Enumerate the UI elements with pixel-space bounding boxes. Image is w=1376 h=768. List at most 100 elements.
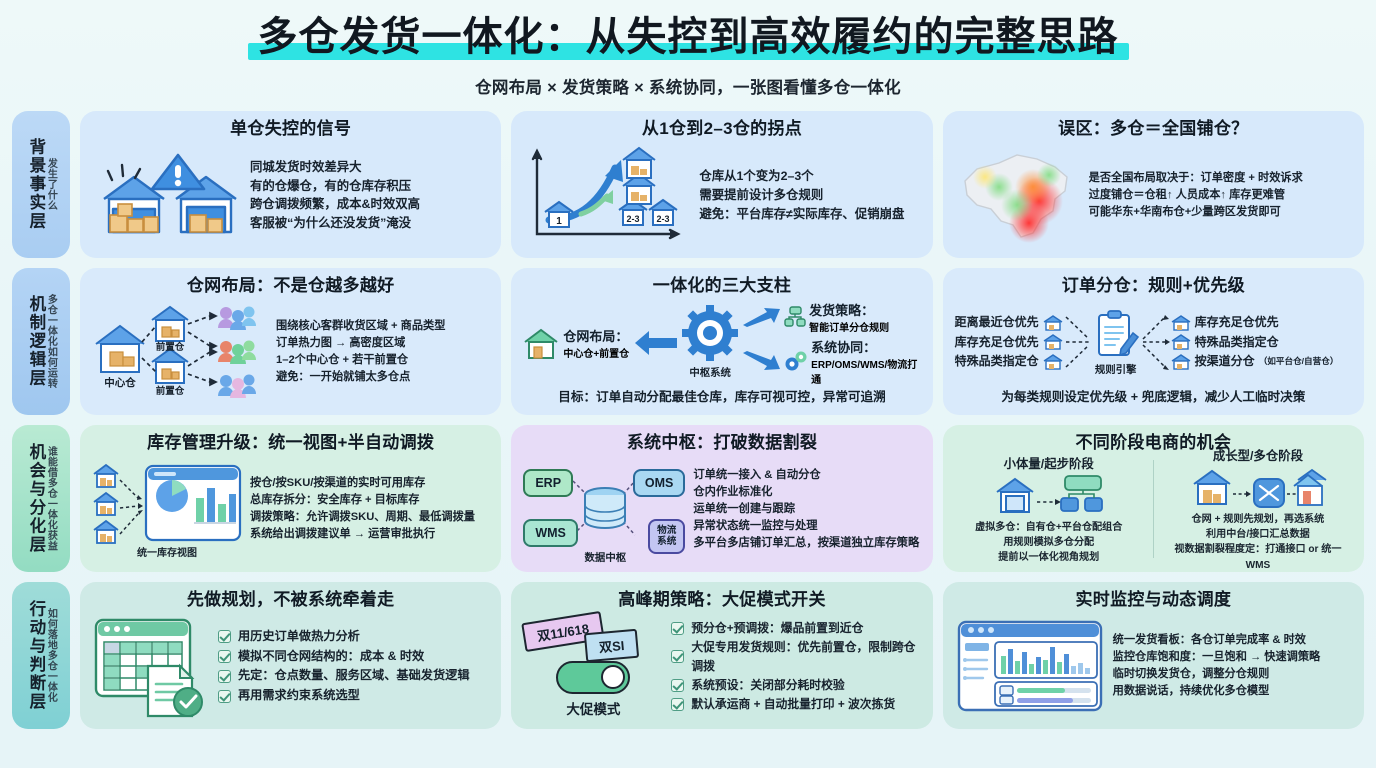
line: 是否全国布局取决于：订单密度 + 时效诉求	[1088, 171, 1303, 184]
card-title: 单仓失控的信号	[230, 119, 352, 139]
card-warehouse-network-layout[interactable]: 仓网布局：不是仓越多越好	[80, 268, 502, 416]
line: 异常状态统一监控与处理	[693, 519, 818, 532]
card-order-allocation-rules[interactable]: 订单分仓：规则+优先级 距离最近仓优先 库存充足仓优先	[942, 268, 1364, 416]
warehouse-icon	[1043, 315, 1063, 331]
row-label-mechanism-logic: 多仓一体化如何运转 机制逻辑层	[12, 268, 70, 416]
check-label: 先定：仓点数量、服务区域、基础发货逻辑	[238, 668, 470, 683]
card-title: 误区：多仓＝全国铺仓？	[1058, 119, 1249, 139]
list-item[interactable]: 先定：仓点数量、服务区域、基础发货逻辑	[218, 666, 470, 686]
card-stage-opportunities[interactable]: 不同阶段电商的机会 小体量/起步阶段	[942, 425, 1364, 573]
node-logistics[interactable]: 物流 系统	[648, 519, 686, 554]
row-mechanism-logic: 多仓一体化如何运转 机制逻辑层 仓网布局：不是仓越多越好	[12, 268, 1364, 416]
title-highlight-bar	[247, 43, 1129, 61]
warehouse-green-icon	[523, 326, 559, 360]
art-caption: 统一库存视图	[137, 547, 197, 559]
checkbox-icon[interactable]	[671, 621, 685, 635]
checkbox-icon[interactable]	[218, 689, 231, 703]
card-lines: 订单统一接入 & 自动分仓 仓内作业标准化 运单统一创建与跟踪 异常状态统一监控…	[693, 467, 919, 552]
check-label: 系统预设：关闭部分耗时校验	[691, 677, 845, 692]
card-three-pillars[interactable]: 一体化的三大支柱 仓网布局： 中心仓+前置仓	[511, 268, 933, 416]
row-label-background-facts: 发生了什么 背景事实层	[12, 111, 70, 259]
list-item[interactable]: 用历史订单做热力分析	[218, 627, 470, 647]
warehouse-icon	[1171, 315, 1191, 331]
card-realtime-monitoring[interactable]: 实时监控与动态调度	[942, 582, 1364, 730]
node-label-front-b: 前置仓	[156, 385, 185, 397]
pillar-top-sub: 智能订单分仓规则	[809, 322, 890, 334]
stage-title: 成长型/多仓阶段	[1212, 449, 1303, 464]
node-wms[interactable]: WMS	[523, 519, 578, 548]
left-rules: 距离最近仓优先 库存充足仓优先 特殊品类指定仓	[955, 313, 1063, 371]
line: 用规则模拟多仓分配	[1003, 536, 1095, 548]
card-single-warehouse-signals[interactable]: 单仓失控的信号	[80, 111, 502, 259]
line: 仓库从1个变为2–3个	[699, 169, 814, 184]
hub-label: 中枢系统	[689, 368, 731, 380]
monitor-dashboard-icon	[955, 616, 1105, 716]
check-label: 模拟不同仓网结构的：成本 & 时效	[238, 648, 425, 663]
line: 避免：平台库存≠实际库存、促销崩盘	[699, 206, 905, 221]
card-peak-season-strategy[interactable]: 高峰期策略：大促模式开关 双11/618 双SI 大促模式 预分仓+预调拨：爆品…	[511, 582, 933, 730]
line: 可能华东+华南布仓+少量跨区发货即可	[1088, 205, 1281, 218]
card-inventory-upgrade[interactable]: 库存管理升级：统一视图+半自动调拨	[80, 425, 502, 573]
node-oms[interactable]: OMS	[632, 469, 686, 498]
card-title: 库存管理升级：统一视图+半自动调拨	[147, 433, 435, 453]
stage-lines: 仓网 + 规则先规划，再选系统 利用中台/接口汇总数据 视数据割裂程度定：打通接…	[1164, 512, 1352, 572]
stage-title: 小体量/起步阶段	[1003, 456, 1094, 471]
card-title: 先做规划，不被系统牵着走	[186, 590, 395, 610]
pillar-left-sub: 中心仓+前置仓	[563, 348, 630, 360]
row-label-main: 背景事实层	[26, 138, 45, 231]
card-nationwide-myth[interactable]: 误区：多仓＝全国铺仓？	[942, 111, 1364, 259]
checkbox-icon[interactable]	[671, 679, 685, 693]
card-title: 仓网布局：不是仓越多越好	[186, 276, 395, 296]
system-hub-icon: ERP WMS OMS 物流 系统 数据中枢	[523, 457, 686, 564]
card-footnote: 为每类规则设定优先级 + 兜底逻辑，减少人工临时决策	[1001, 390, 1306, 405]
list-item[interactable]: 大促专用发货规则：优先前置仓，限制跨仓调拨	[671, 638, 920, 676]
line: 客服被“为什么还没发货”淹没	[250, 216, 412, 231]
node-label-front-a: 前置仓	[156, 341, 185, 353]
line: 临时切换发货仓，调整分仓规则	[1112, 668, 1270, 681]
card-system-hub[interactable]: 系统中枢：打破数据割裂 ERP	[511, 425, 933, 573]
list-item[interactable]: 模拟不同仓网结构的：成本 & 时效	[218, 647, 470, 667]
row-label-opportunity: 谁能借多仓一体化获益 机会与分化层	[12, 425, 70, 573]
gear-icon	[682, 305, 739, 362]
line: 用数据说话，持续优化多仓模型	[1112, 685, 1270, 698]
line: 运单统一创建与跟踪	[693, 502, 796, 515]
promo-mode-toggle[interactable]	[556, 660, 631, 694]
card-title: 从1仓到2–3仓的拐点	[641, 119, 803, 139]
pillar-left-title: 仓网布局：	[563, 328, 629, 344]
inventory-dashboard-icon: 统一库存视图	[92, 460, 242, 559]
chart-label-multi-b: 2-3	[657, 214, 670, 224]
line: 跨仓调拨频繁，成本&时效双高	[250, 197, 421, 212]
list-item[interactable]: 默认承运商 + 自动批量打印 + 波次拣货	[671, 695, 920, 714]
toggle-label: 大促模式	[566, 701, 621, 717]
card-inflection-point[interactable]: 从1仓到2–3仓的拐点	[511, 111, 933, 259]
line: 仓网 + 规则先规划，再选系统	[1191, 514, 1325, 526]
checkbox-icon[interactable]	[218, 669, 231, 683]
checkbox-icon[interactable]	[218, 630, 231, 644]
checkbox-icon[interactable]	[671, 650, 685, 664]
row-label-action-judgement: 如何落地多仓一体化 行动与判断层	[12, 582, 70, 730]
chart-label-multi-a: 2-3	[627, 214, 640, 224]
toggle-knob[interactable]	[601, 665, 626, 690]
engine-label: 规则引擎	[1094, 364, 1137, 376]
list-item[interactable]: 预分仓+预调拨：爆品前置到近仓	[671, 619, 920, 638]
header: 多仓发货一体化：从失控到高效履约的完整思路 仓网布局 × 发货策略 × 系统协同…	[0, 0, 1376, 98]
title-wrap: 多仓发货一体化：从失控到高效履约的完整思路	[244, 14, 1133, 63]
check-label: 默认承运商 + 自动批量打印 + 波次拣货	[691, 697, 896, 712]
line: 1–2个中心仓 + 若干前置仓	[276, 354, 409, 367]
checkbox-icon[interactable]	[218, 650, 231, 664]
checkbox-icon[interactable]	[671, 698, 685, 712]
rule-left: 特殊品类指定仓	[954, 354, 1039, 369]
line: 同城发货时效差异大	[250, 159, 362, 174]
virtual-warehouse-icon	[996, 474, 1103, 513]
check-label: 用历史订单做热力分析	[238, 628, 360, 643]
warehouse-icon	[1043, 334, 1063, 351]
card-plan-first[interactable]: 先做规划，不被系统牵着走	[80, 582, 502, 730]
line: 需要提前设计多仓规则	[699, 188, 824, 203]
row-background-facts: 发生了什么 背景事实层 单仓失控的信号	[12, 111, 1364, 259]
node-erp[interactable]: ERP	[523, 469, 574, 498]
list-item[interactable]: 系统预设：关闭部分耗时校验	[671, 676, 920, 695]
card-title: 不同阶段电商的机会	[1075, 433, 1232, 453]
list-item[interactable]: 再用需求约束系统选型	[218, 686, 470, 706]
rule-right-note: （如平台仓/自营仓）	[1258, 355, 1339, 366]
